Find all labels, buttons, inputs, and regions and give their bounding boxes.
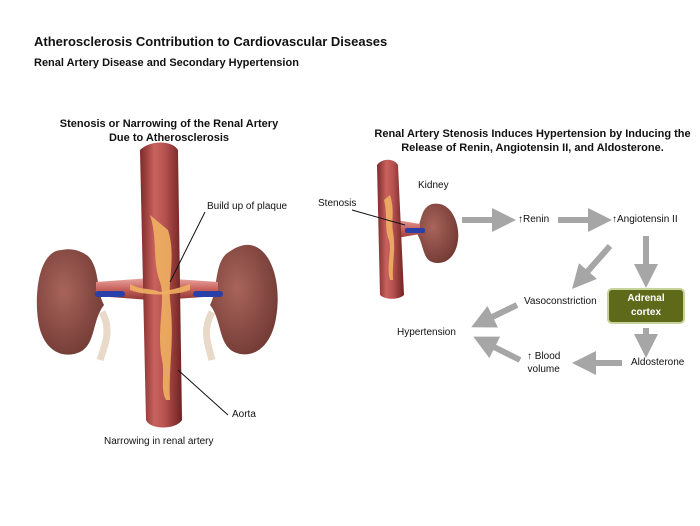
left-renal-vein: [95, 291, 125, 297]
label-aorta: Aorta: [232, 409, 256, 420]
adrenal-line2: cortex: [630, 307, 661, 318]
arrow-vasoconstriction-hypertension: [471, 302, 519, 328]
small-plaque: [384, 195, 395, 280]
left-panel-heading: Stenosis or Narrowing of the Renal Arter…: [34, 117, 304, 145]
adrenal-line1: Adrenal: [627, 293, 665, 304]
plaque: [150, 215, 172, 400]
label-kidney: Kidney: [418, 180, 449, 191]
right-illustration: [351, 159, 459, 299]
blood-volume-line2: volume: [527, 364, 560, 375]
small-kidney: [416, 203, 459, 264]
arrow-angiotensin-vasoconstriction: [572, 244, 613, 289]
stenosis-leader-line: [351, 209, 406, 226]
page-subtitle: Renal Artery Disease and Secondary Hyper…: [34, 57, 299, 69]
right-renal-vein: [193, 291, 223, 297]
arrow-bloodvolume-hypertension: [473, 336, 522, 363]
left-heading-line2: Due to Atherosclerosis: [108, 132, 229, 144]
right-heading-line2: Release of Renin, Angiotensin II, and Al…: [401, 142, 664, 154]
node-angiotensin: ↑Angiotensin II: [612, 214, 678, 225]
node-adrenal-cortex: Adrenal cortex: [607, 288, 685, 324]
plaque-leader-line: [169, 211, 206, 283]
label-plaque: Build up of plaque: [207, 201, 288, 212]
plaque-renal: [130, 284, 190, 295]
left-ureter: [96, 310, 111, 362]
page-title: Atherosclerosis Contribution to Cardiova…: [34, 34, 388, 49]
left-kidney: [36, 249, 105, 355]
node-hypertension: Hypertension: [397, 327, 456, 338]
left-illustration: [36, 142, 278, 428]
right-panel-heading: Renal Artery Stenosis Induces Hypertensi…: [360, 127, 700, 155]
node-aldosterone: Aldosterone: [631, 357, 685, 368]
node-vasoconstriction: Vasoconstriction: [524, 296, 597, 307]
small-renal-vein: [405, 228, 425, 233]
label-stenosis: Stenosis: [318, 198, 357, 209]
blood-volume-line1: ↑ Blood: [527, 351, 561, 362]
right-kidney: [210, 244, 278, 355]
label-narrowing: Narrowing in renal artery: [104, 436, 214, 447]
aorta-leader-line: [177, 369, 229, 416]
right-heading-line1: Renal Artery Stenosis Induces Hypertensi…: [374, 128, 691, 140]
node-renin: ↑Renin: [518, 214, 550, 225]
flow-arrows: [462, 208, 658, 375]
node-blood-volume: ↑ Blood volume: [527, 350, 560, 376]
left-heading-line1: Stenosis or Narrowing of the Renal Arter…: [59, 118, 279, 130]
right-ureter: [203, 310, 216, 361]
